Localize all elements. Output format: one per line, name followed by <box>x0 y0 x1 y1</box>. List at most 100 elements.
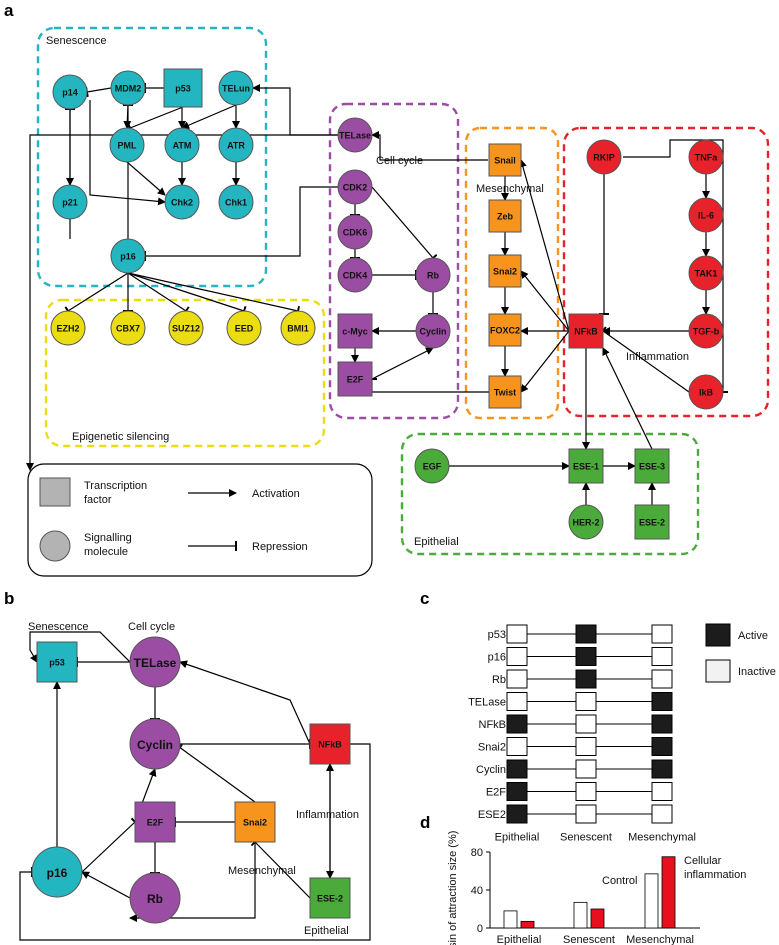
state-cell <box>506 782 528 801</box>
gene-label: Cyclin <box>476 764 506 776</box>
node-nfkb: NFkB <box>568 313 604 349</box>
node-twist: Twist <box>488 375 522 409</box>
node-rb: Rb <box>129 872 181 924</box>
edge-repression <box>127 106 184 134</box>
state-cell <box>575 714 597 734</box>
edge-activation <box>174 743 256 803</box>
node-p16-shape <box>110 238 146 274</box>
node-her2: HER-2 <box>568 504 604 540</box>
panel-c-letter: c <box>420 589 429 608</box>
node-pml: PML <box>109 127 145 163</box>
node-il6-shape <box>688 197 724 233</box>
edge-activation <box>89 100 166 206</box>
node-tgfb: TGF-b <box>688 313 724 349</box>
node-twist-label: Twist <box>494 388 516 398</box>
node-ese2-shape <box>309 877 351 919</box>
state-cell <box>575 782 597 801</box>
edge-activation <box>520 330 570 393</box>
epithelial-module-box <box>400 432 700 556</box>
state-cell <box>575 669 597 689</box>
node-foxc2: FOXC2 <box>488 313 522 347</box>
b-epithelial-label: Epithelial <box>304 925 349 937</box>
node-p16-label: p16 <box>120 252 136 262</box>
panel-b-letter: b <box>4 589 14 608</box>
state-cell <box>651 782 673 801</box>
node-p16-shape <box>31 846 83 898</box>
edge-repression <box>127 272 190 316</box>
node-rb: Rb <box>415 257 451 293</box>
node-rkip-label: RKIP <box>593 153 615 163</box>
node-cyclin-label: Cyclin <box>137 738 173 752</box>
edge-repression <box>599 326 690 393</box>
node-cyclin-shape <box>129 718 181 770</box>
node-snai2: Snai2 <box>234 801 276 843</box>
node-cmyc-shape <box>337 313 373 349</box>
b-mesenchymal-label: Mesenchymal <box>228 865 296 877</box>
edge-activation <box>29 631 131 663</box>
node-telase: TELase <box>129 636 181 688</box>
edge-activation <box>126 161 166 196</box>
gene-label: p53 <box>488 629 506 641</box>
node-p21: p21 <box>52 184 88 220</box>
panel-a-letter: a <box>4 1 14 20</box>
state-cell <box>651 804 673 824</box>
mesenchymal-module-label: Mesenchymal <box>476 183 544 195</box>
node-egf-shape <box>414 448 450 484</box>
node-e2f: E2F <box>337 361 373 397</box>
panel-d-letter: d <box>420 813 430 832</box>
state-label: Mesenchymal <box>628 832 696 844</box>
state-cell <box>575 624 597 644</box>
annotation-inflammation-2: inflammation <box>684 869 746 881</box>
state-cell <box>575 647 597 666</box>
node-chk2: Chk2 <box>164 184 200 220</box>
node-p53-label: p53 <box>175 84 191 94</box>
y-axis-label: Basin of attraction size (%) <box>447 831 459 945</box>
node-rb-label: Rb <box>427 271 439 281</box>
node-ezh2-shape <box>50 310 86 346</box>
node-cdk6-shape <box>337 214 373 250</box>
node-ese3: ESE-3 <box>634 448 670 484</box>
node-tgfb-shape <box>688 313 724 349</box>
node-ezh2-label: EZH2 <box>56 324 79 334</box>
bar-inflammation <box>520 920 535 929</box>
node-mdm2-label: MDM2 <box>115 84 142 94</box>
node-chk1-shape <box>218 184 254 220</box>
node-nfkb-shape <box>309 723 351 765</box>
gene-label: ESE2 <box>478 809 506 821</box>
epigenetic-module-box <box>44 298 326 448</box>
state-cell <box>506 759 528 779</box>
node-ese2-shape <box>634 504 670 540</box>
node-cyclin-label: Cyclin <box>419 327 446 337</box>
edge-activation <box>371 347 434 380</box>
node-cdk2-shape <box>337 169 373 205</box>
node-snai2-label: Snai2 <box>243 818 267 828</box>
edge-repression <box>81 817 140 873</box>
state-cell <box>506 714 528 734</box>
node-atr-shape <box>218 127 254 163</box>
node-atm: ATM <box>164 127 200 163</box>
node-egf: EGF <box>414 448 450 484</box>
node-chk2-shape <box>164 184 200 220</box>
node-zeb-label: Zeb <box>497 212 514 222</box>
node-e2f-shape <box>337 361 373 397</box>
state-cell <box>575 692 597 711</box>
node-cmyc-label: c-Myc <box>342 327 368 337</box>
edge-repression <box>371 186 438 263</box>
state-cell <box>651 692 673 711</box>
edge-repression <box>623 139 728 393</box>
node-ese2: ESE-2 <box>309 877 351 919</box>
state-cell <box>651 647 673 666</box>
node-egf-label: EGF <box>423 462 442 472</box>
inflammation-module-box <box>562 126 770 418</box>
node-p16: p16 <box>110 238 146 274</box>
legend-sm-swatch <box>39 530 71 562</box>
node-atr: ATR <box>218 127 254 163</box>
edge-activation <box>602 347 653 450</box>
node-telase: TELase <box>337 117 373 153</box>
node-atm-label: ATM <box>173 141 192 151</box>
node-rb-label: Rb <box>147 892 163 906</box>
state-cell <box>651 759 673 779</box>
